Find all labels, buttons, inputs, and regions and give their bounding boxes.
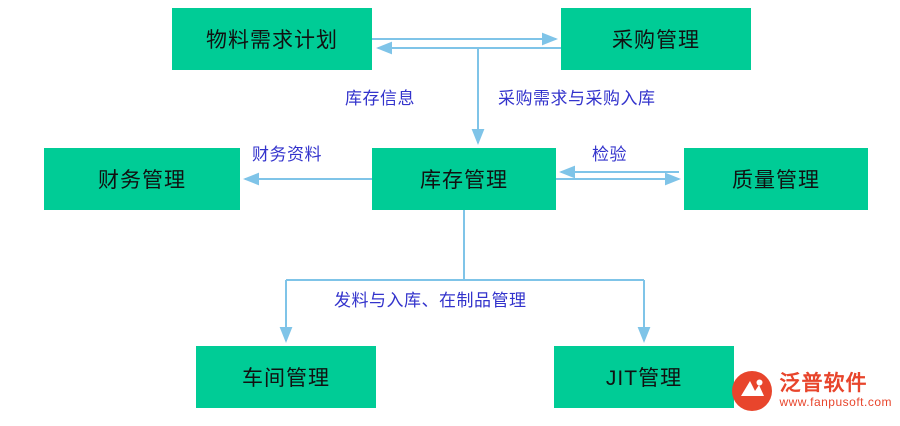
- node-jit-management[interactable]: JIT管理: [554, 346, 734, 408]
- node-label: 物料需求计划: [206, 29, 338, 52]
- node-label: 财务管理: [98, 169, 186, 192]
- node-purchase-management[interactable]: 采购管理: [561, 8, 751, 70]
- node-quality-management[interactable]: 质量管理: [684, 148, 868, 210]
- node-label: 质量管理: [732, 169, 820, 192]
- brand-text: 泛普软件 www.fanpusoft.com: [779, 372, 892, 411]
- edge-label-issue-and-wip: 发料与入库、在制品管理: [334, 291, 527, 310]
- edge-label-stock-info: 库存信息: [345, 89, 415, 108]
- node-workshop-management[interactable]: 车间管理: [196, 346, 376, 408]
- node-material-requirement-planning[interactable]: 物料需求计划: [172, 8, 372, 70]
- node-finance-management[interactable]: 财务管理: [44, 148, 240, 210]
- node-inventory-management[interactable]: 库存管理: [372, 148, 556, 210]
- edge-label-finance-data: 财务资料: [252, 145, 322, 164]
- brand-logo-icon: [731, 370, 773, 412]
- brand-url: www.fanpusoft.com: [779, 394, 892, 409]
- node-label: JIT管理: [605, 367, 683, 390]
- watermark-logo: 泛普软件 www.fanpusoft.com: [731, 362, 892, 420]
- node-label: 库存管理: [420, 169, 508, 192]
- brand-name: 泛普软件: [779, 371, 868, 395]
- edge-label-purchase-request: 采购需求与采购入库: [498, 89, 656, 108]
- node-label: 采购管理: [612, 29, 700, 52]
- node-label: 车间管理: [242, 367, 330, 390]
- edge-label-inspection: 检验: [592, 145, 627, 164]
